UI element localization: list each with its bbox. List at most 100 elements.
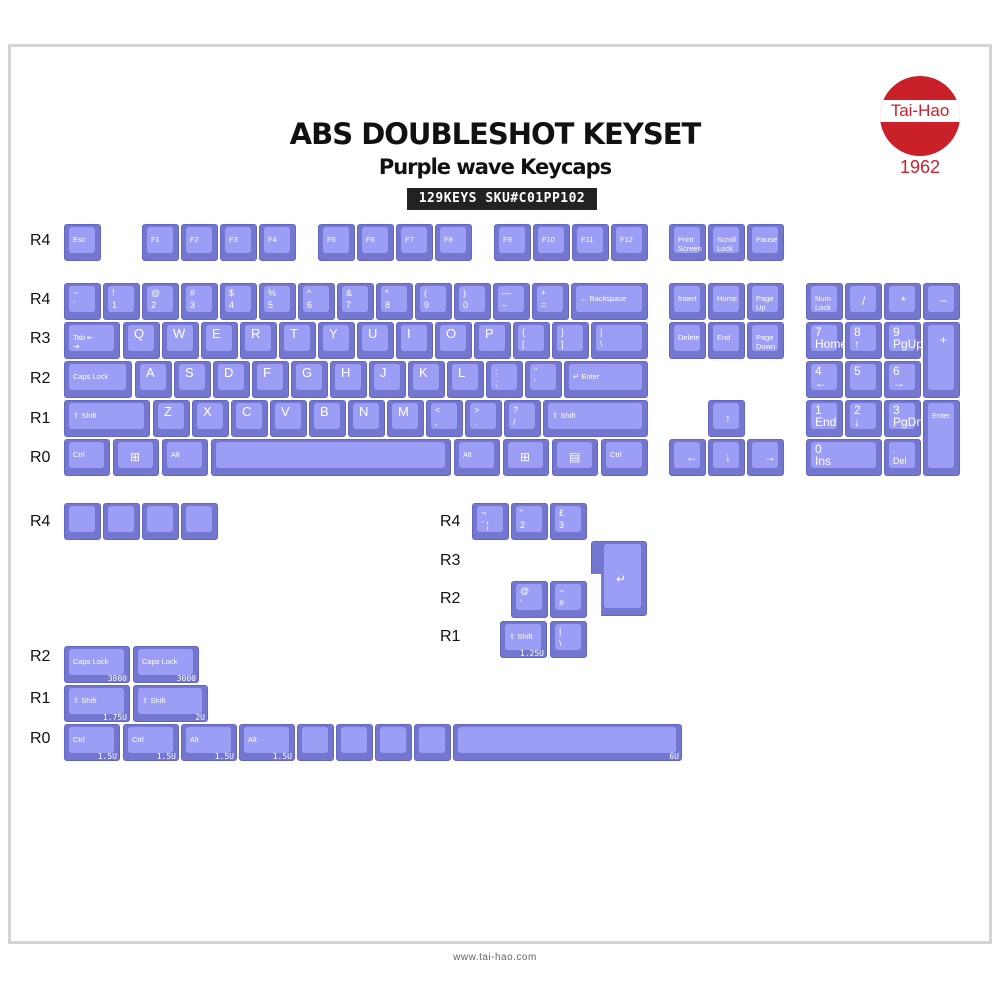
row-label: R3 <box>440 552 461 569</box>
keycap-legend: Print Screen <box>678 235 702 253</box>
keycap: } ] <box>552 322 589 359</box>
keycap-legend: < , <box>435 405 441 427</box>
keycap-legend: ) 0 <box>463 288 469 310</box>
keycap-legend: O <box>446 326 457 341</box>
keycap-legend: ↵ <box>616 572 627 586</box>
keycap-top: Scroll Lock <box>713 227 739 253</box>
keycap-top: ⇧ Shift <box>69 403 144 429</box>
keycap: " ' <box>525 361 562 398</box>
keycap-top: ~ # <box>555 584 581 610</box>
keycap-top: ↑ <box>713 403 739 429</box>
keycap-legend: Alt <box>190 735 199 744</box>
keycap-size-label: 1.5U <box>272 752 292 761</box>
keycap-legend: F5 <box>327 235 336 244</box>
row-label: R4 <box>30 291 51 308</box>
keycap-top: Ctrl <box>69 727 114 753</box>
keycap-legend: G <box>302 365 313 380</box>
keycap-top: − <box>928 286 954 312</box>
keycap-legend: ⊞ <box>520 450 531 464</box>
keycap: | \ <box>591 322 648 359</box>
keycap: Esc <box>64 224 101 261</box>
keycap-top: " 2 <box>516 506 542 532</box>
keycap: # 3 <box>181 283 218 320</box>
keycap-top: 4 ← <box>811 364 837 390</box>
keycap-legend: End <box>717 333 731 342</box>
row-label: R2 <box>30 370 51 387</box>
keycap-legend: Ctrl <box>73 450 85 459</box>
keycap: I <box>396 322 433 359</box>
keycap-legend: Ctrl <box>610 450 622 459</box>
keycap <box>103 503 140 540</box>
keycap-legend: 9 PgUp <box>893 325 924 351</box>
keycap-top: Y <box>323 325 349 351</box>
keycap-legend: L <box>458 365 466 380</box>
keycap-top: Print Screen <box>674 227 702 253</box>
keycap: 6U <box>453 724 682 761</box>
keycap-legend: F8 <box>444 235 453 244</box>
keycap: ↵ Enter <box>564 361 648 398</box>
keycap-legend: F9 <box>503 235 512 244</box>
keycap: ⊞ <box>113 439 159 476</box>
row-label: R1 <box>30 690 51 707</box>
keycap: − <box>923 283 960 320</box>
row-label: R0 <box>30 449 51 466</box>
keycap: % 5 <box>259 283 296 320</box>
keycap: F2 <box>181 224 218 261</box>
keycap-top: U <box>362 325 388 351</box>
keycap: O <box>435 322 472 359</box>
keycap: £ 3 <box>550 503 587 540</box>
keycap-legend: B <box>320 404 329 419</box>
keycap: " 2 <box>511 503 548 540</box>
keycap-top: V <box>275 403 301 429</box>
keycap-top: ^ 6 <box>303 286 329 312</box>
keycap-legend: ← Backspace <box>580 294 627 303</box>
row-label: R1 <box>30 410 51 427</box>
keycap-legend: C <box>242 404 252 419</box>
keycap-legend: # 3 <box>190 288 196 310</box>
keycap-legend: Scroll Lock <box>717 235 736 253</box>
keycap: Insert <box>669 283 706 320</box>
keycap-top <box>419 727 445 753</box>
keycap-top: ← <box>674 442 700 468</box>
keycap-top: 2 ↓ <box>850 403 876 429</box>
keycap-top: F8 <box>440 227 466 253</box>
keycap-size-label: 3000 <box>176 674 196 683</box>
keycap-top <box>108 506 134 532</box>
keycap-top: Z <box>158 403 184 429</box>
row-label: R3 <box>30 330 51 347</box>
keycap-legend: S <box>185 365 194 380</box>
keycap: J <box>369 361 406 398</box>
keycap-top: C <box>236 403 262 429</box>
keycap-top: R <box>245 325 271 351</box>
website-link[interactable]: www.tai-hao.com <box>453 952 537 963</box>
keycap-legend: * <box>901 294 906 308</box>
keycap-legend: F7 <box>405 235 414 244</box>
keycap-legend: ▤ <box>569 450 581 464</box>
keycap-top: F9 <box>499 227 525 253</box>
keycap-top: — – <box>498 286 524 312</box>
keycap-top: ) 0 <box>459 286 485 312</box>
keycap: G <box>291 361 328 398</box>
keycap: E <box>201 322 238 359</box>
keycap-top: H <box>335 364 361 390</box>
keycap-top: F4 <box>264 227 290 253</box>
keycap-top: ↵ Enter <box>569 364 642 390</box>
keycap-legend: Tab ⇤ ⇥ <box>73 333 94 351</box>
keycap-legend: Caps Lock <box>73 657 109 666</box>
keycap-legend: M <box>398 404 409 419</box>
keycap-legend: Num Lock <box>815 294 831 312</box>
row-label: R0 <box>30 730 51 747</box>
keycap: ▤ <box>552 439 598 476</box>
keycap <box>64 503 101 540</box>
keycap: N <box>348 400 385 437</box>
keycap: ! 1 <box>103 283 140 320</box>
row-label: R2 <box>440 590 461 607</box>
keycap-top <box>69 506 95 532</box>
keycap-top: Ctrl <box>128 727 173 753</box>
keycap-legend: Pause <box>756 235 778 244</box>
keycap-legend: Ctrl <box>132 735 144 744</box>
keycap-top: " ' <box>530 364 556 390</box>
